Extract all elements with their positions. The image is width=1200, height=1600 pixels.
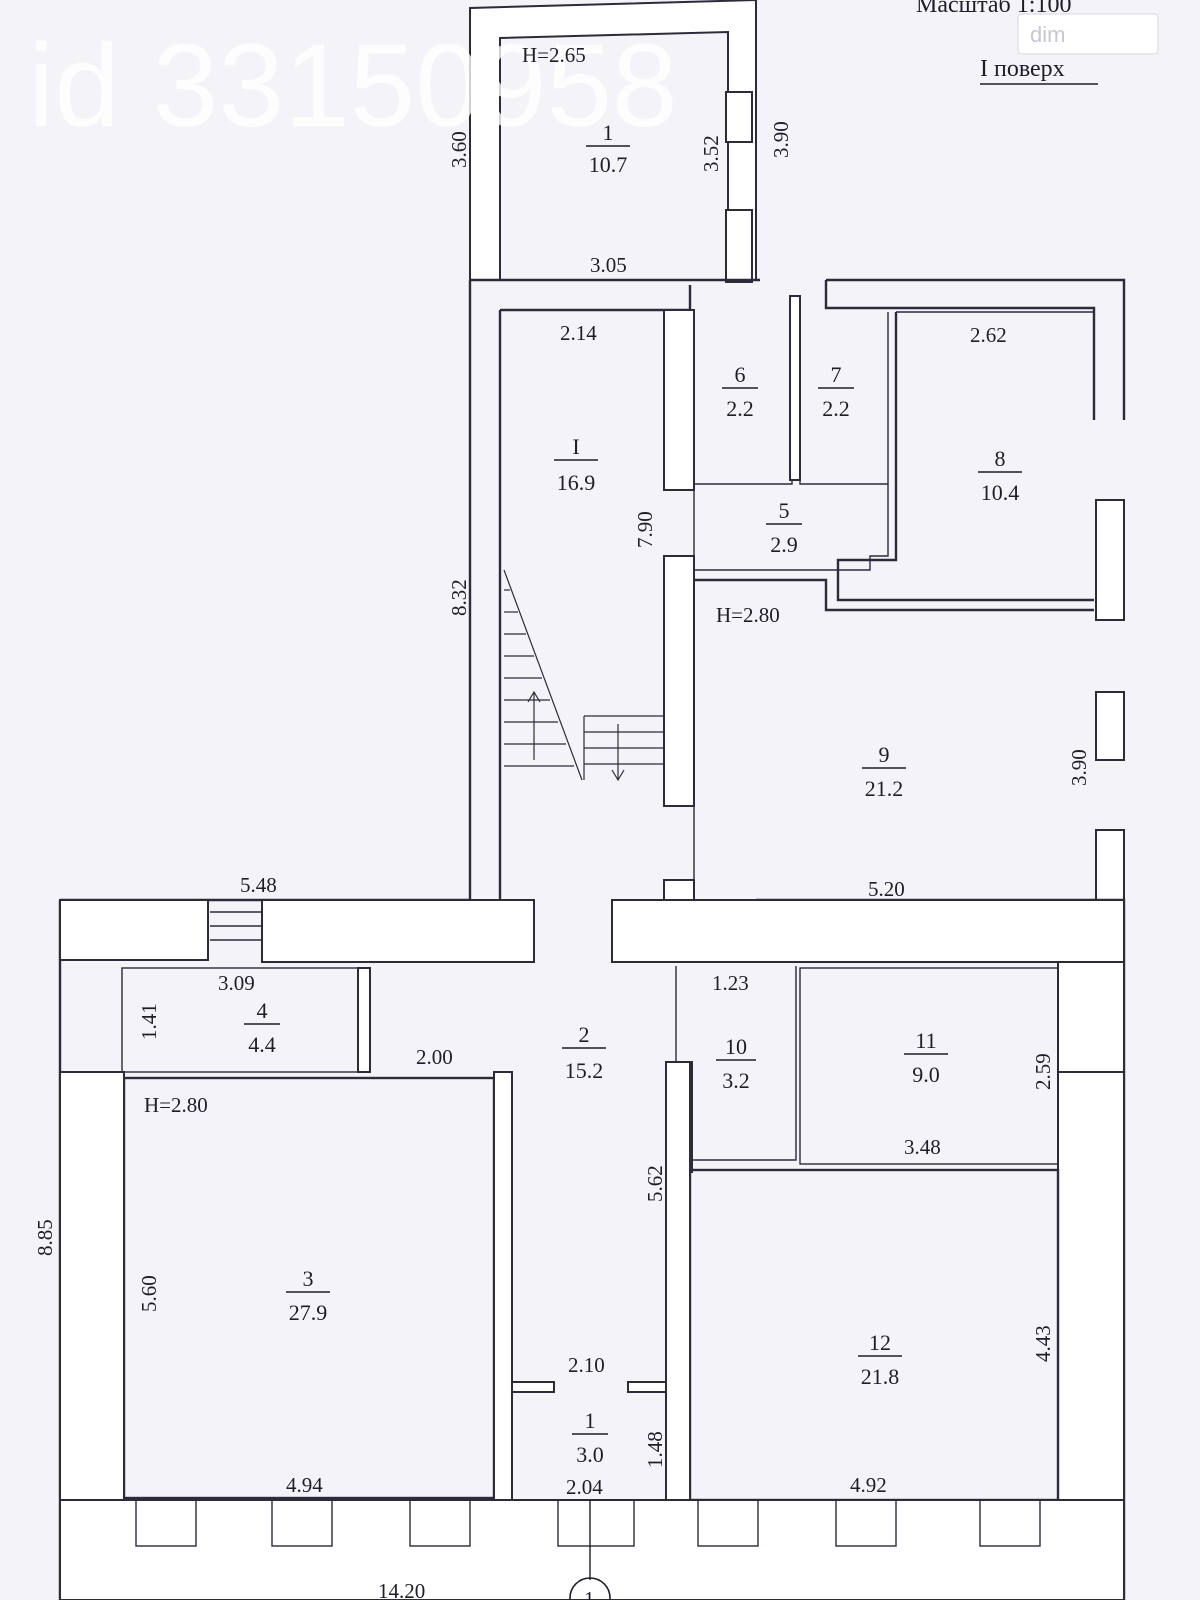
room-area: 2.9: [770, 532, 798, 557]
entry-steps: [210, 911, 262, 941]
room-area: 27.9: [289, 1300, 328, 1325]
room-area: 3.2: [722, 1068, 750, 1093]
room-label-8: 8 10.4: [978, 446, 1022, 505]
room-number: 5: [779, 498, 790, 523]
height-label-room-3: H=2.80: [144, 1093, 208, 1117]
room-label-1-bottom: 1 3.0: [572, 1408, 608, 1467]
dim-logo: dim: [1017, 13, 1159, 55]
height-label-room-9: H=2.80: [716, 603, 780, 627]
room-area: 3.0: [576, 1442, 604, 1467]
room-number: 10: [725, 1034, 747, 1059]
watermark-text: id 33150958: [28, 20, 678, 152]
ceiling-heights: H=2.65 H=2.80 H=2.80: [144, 43, 780, 1117]
dim-3-60: 3.60: [447, 131, 471, 168]
room-number: 2: [579, 1022, 590, 1047]
room-label-7: 7 2.2: [818, 362, 854, 421]
dimensions: 3.60 3.52 3.90 3.05 2.14 2.62 7.90 8.32 …: [33, 121, 1091, 1600]
room-number: 3: [303, 1266, 314, 1291]
floor-label: I поверх: [980, 56, 1065, 82]
dim-1-23: 1.23: [712, 971, 749, 995]
dim-8-85: 8.85: [33, 1219, 57, 1256]
room-label-1-top: 1 10.7: [586, 120, 630, 177]
dim-2-14: 2.14: [560, 321, 597, 345]
dim-5-20: 5.20: [868, 877, 905, 901]
room-label-5: 5 2.9: [766, 498, 802, 557]
height-label-top: H=2.65: [522, 43, 586, 67]
dim-8-32: 8.32: [447, 579, 471, 616]
dim-1-41: 1.41: [137, 1003, 161, 1040]
axis-marker: 1: [569, 1500, 611, 1600]
dim-3-90-right: 3.90: [1067, 749, 1091, 786]
dim-14-20: 14.20: [378, 1579, 425, 1600]
dim-logo-text: dim: [1030, 22, 1065, 47]
room-label-2: 2 15.2: [562, 1022, 606, 1083]
room-number: 1: [585, 1408, 596, 1433]
room-number: 4: [257, 998, 268, 1023]
dim-3-52: 3.52: [699, 135, 723, 172]
axis-marker-label: 1: [584, 1587, 595, 1600]
room-number: 6: [735, 362, 746, 387]
room-labels: 1 10.7 I 16.9 6 2.2 7 2.2 8 10.4 5 2.9: [244, 120, 1022, 1467]
room-label-6: 6 2.2: [722, 362, 758, 421]
room-label-I: I 16.9: [554, 434, 598, 495]
dim-3-09: 3.09: [218, 971, 255, 995]
room-area: 16.9: [557, 470, 596, 495]
dim-3-48: 3.48: [904, 1135, 941, 1159]
dim-4-92: 4.92: [850, 1473, 887, 1497]
dim-4-94: 4.94: [286, 1473, 323, 1497]
room-number: 1: [603, 120, 614, 145]
dim-5-48: 5.48: [240, 873, 277, 897]
dim-2-59: 2.59: [1031, 1053, 1055, 1090]
bottom-windows: [135, 1499, 1041, 1547]
room-label-11: 11 9.0: [904, 1028, 948, 1087]
dim-5-62: 5.62: [643, 1165, 667, 1202]
room-label-3: 3 27.9: [286, 1266, 330, 1325]
room-area: 15.2: [565, 1058, 604, 1083]
walls: [58, 0, 1126, 1600]
staircase: [503, 569, 664, 782]
dim-2-62: 2.62: [970, 323, 1007, 347]
room-label-4: 4 4.4: [244, 998, 280, 1057]
dim-1-48: 1.48: [643, 1431, 667, 1468]
room-number: 8: [995, 446, 1006, 471]
dim-3-90-top: 3.90: [769, 121, 793, 158]
room-area: 4.4: [248, 1032, 276, 1057]
room-area: 9.0: [912, 1062, 940, 1087]
dim-2-10: 2.10: [568, 1353, 605, 1377]
dim-2-04: 2.04: [566, 1475, 603, 1499]
dim-4-43: 4.43: [1031, 1325, 1055, 1362]
room-label-12: 12 21.8: [858, 1330, 902, 1389]
room-label-9: 9 21.2: [862, 742, 906, 801]
room-number: 12: [869, 1330, 891, 1355]
room-number: I: [572, 434, 579, 459]
room-area: 10.7: [589, 152, 628, 177]
room-area: 21.8: [861, 1364, 900, 1389]
room-area: 2.2: [822, 396, 850, 421]
room-number: 7: [831, 362, 842, 387]
room-number: 9: [879, 742, 890, 767]
room-label-10: 10 3.2: [716, 1034, 756, 1093]
dim-3-05: 3.05: [590, 253, 627, 277]
room-number: 11: [915, 1028, 936, 1053]
room-area: 10.4: [981, 480, 1020, 505]
dim-5-60: 5.60: [137, 1275, 161, 1312]
dim-2-00: 2.00: [416, 1045, 453, 1069]
room-area: 2.2: [726, 396, 754, 421]
room-area: 21.2: [865, 776, 904, 801]
dim-7-90: 7.90: [633, 511, 657, 548]
